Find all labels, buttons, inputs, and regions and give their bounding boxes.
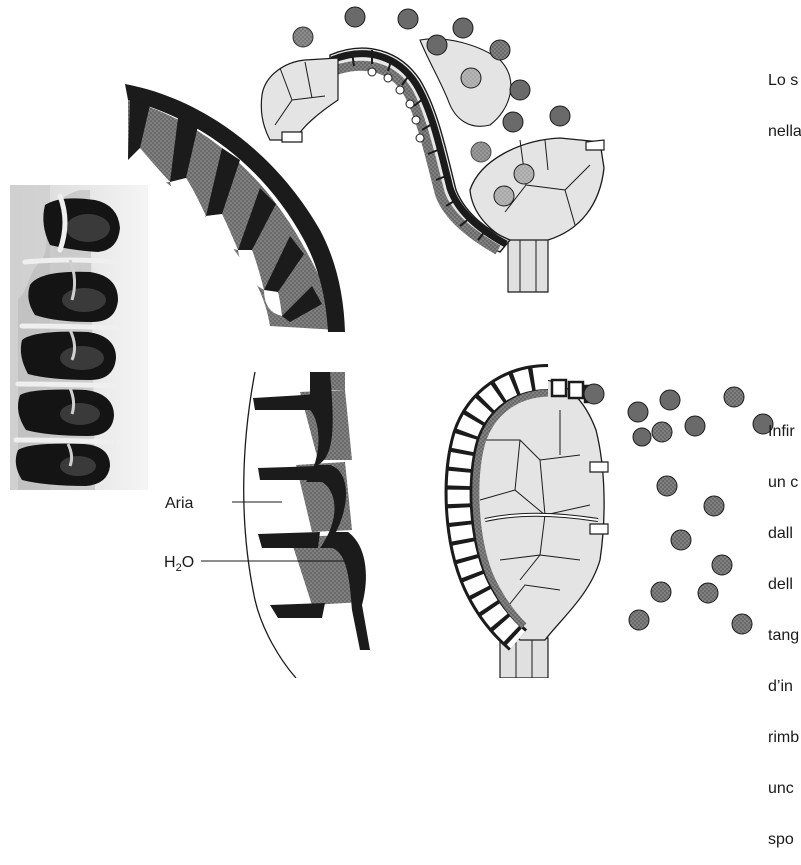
- bottom-caption-line: spo: [768, 831, 799, 848]
- bottom-caption: Infir un c dall dell tang d’in rimb unc …: [768, 389, 799, 865]
- water-label-tail: O: [182, 554, 194, 571]
- water-label: H2O: [164, 554, 194, 574]
- top-caption-line: nella: [768, 123, 801, 140]
- bottom-caption-line: dell: [768, 576, 799, 593]
- curved-annulus-detail: [125, 84, 345, 332]
- bottom-caption-line: rimb: [768, 729, 799, 746]
- water-label-main: H: [164, 554, 176, 571]
- bottom-caption-line: unc: [768, 780, 799, 797]
- top-caption-line: Lo s: [768, 72, 801, 89]
- released-spores-bottom: [584, 384, 773, 634]
- closed-sporangium: [459, 378, 608, 678]
- bottom-caption-line: tang: [768, 627, 799, 644]
- air-label: Aria: [165, 495, 194, 512]
- bottom-caption-line: Infir: [768, 423, 799, 440]
- top-caption: Lo s nella: [768, 38, 801, 157]
- bottom-caption-line: un c: [768, 474, 799, 491]
- bottom-caption-line: dall: [768, 525, 799, 542]
- annulus-cross-section: Aria H2O: [164, 372, 370, 678]
- annulus-micrograph: [10, 185, 148, 490]
- bottom-caption-line: d’in: [768, 678, 799, 695]
- sporangium-figure: Aria H2O: [0, 0, 801, 678]
